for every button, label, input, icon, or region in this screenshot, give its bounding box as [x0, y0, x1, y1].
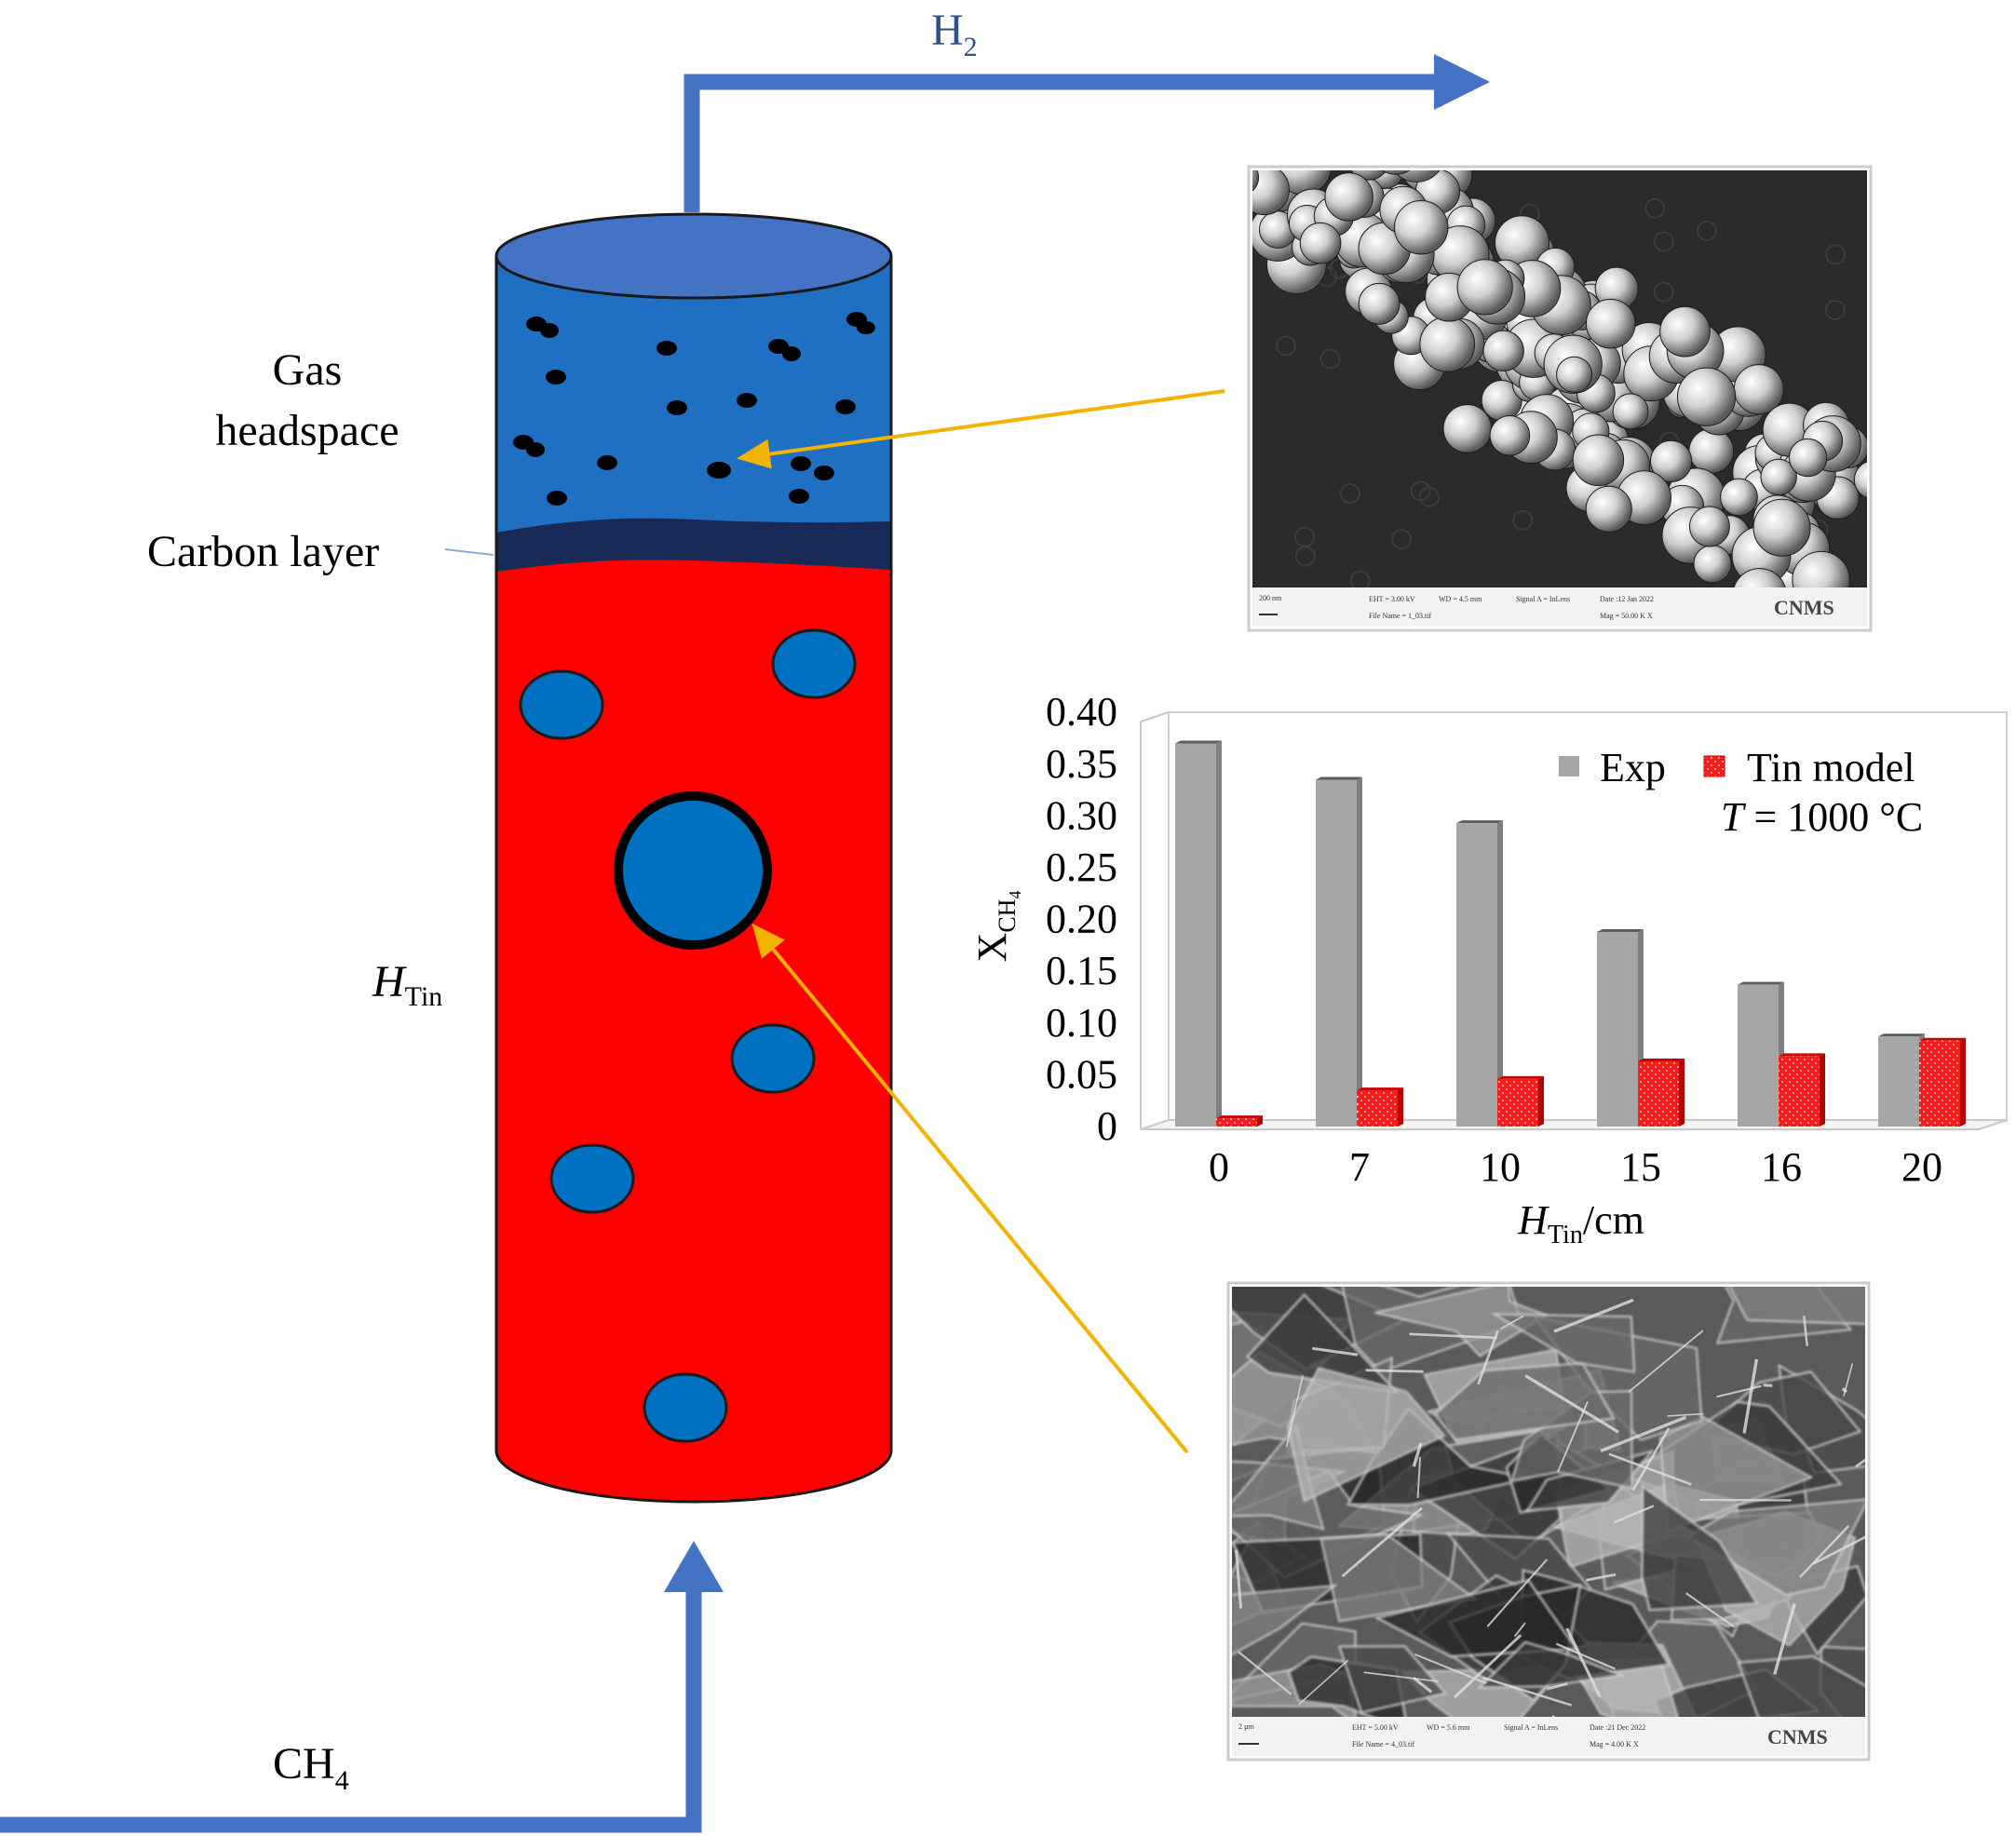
- svg-text:Gas: Gas: [273, 345, 343, 395]
- x-axis-ticks: 0 7 10 15 16 20: [1209, 1144, 1942, 1190]
- x-tick-label: 0: [1209, 1144, 1229, 1190]
- carbon-layer-leader: [444, 548, 494, 556]
- conversion-bar-chart: 0 0.05 0.10 0.15 0.20 0.25 0.30 0.35 0.40 0 7 10 15…: [969, 689, 2008, 1249]
- reactor-top-cap: [494, 212, 893, 300]
- svg-text:File Name = 4_03.tif: File Name = 4_03.tif: [1352, 1740, 1415, 1748]
- y-tick-label: 0.40: [1046, 689, 1117, 735]
- carbon-layer: [496, 518, 891, 572]
- sem-image-carbon-flakes: 2 µm EHT = 5.00 kV WD = 5.6 mm Signal A …: [1226, 1281, 1871, 1762]
- x-tick-label: 10: [1480, 1144, 1521, 1190]
- y-tick-label: 0.30: [1046, 792, 1117, 838]
- svg-text:CNMS: CNMS: [1774, 596, 1834, 619]
- svg-text:CNMS: CNMS: [1767, 1725, 1828, 1748]
- x-tick-label: 16: [1761, 1144, 1802, 1190]
- bar-tin-model: [1357, 1087, 1403, 1127]
- legend-label-exp: Exp: [1600, 745, 1666, 790]
- y-axis-label: XCH4: [969, 891, 1024, 963]
- bar-tin-model: [1638, 1058, 1685, 1127]
- legend-label-model: Tin model: [1747, 745, 1915, 790]
- carbon-particles: [513, 312, 875, 506]
- svg-text:Mag = 50.00 K X: Mag = 50.00 K X: [1600, 612, 1653, 620]
- bar-tin-model: [1216, 1115, 1263, 1127]
- bars: [1175, 740, 1966, 1127]
- bubble-pointer-arrow: [751, 923, 1189, 1454]
- legend-swatch-model: [1703, 755, 1725, 777]
- y-tick-label: 0.05: [1046, 1051, 1117, 1097]
- headspace-pointer-arrow: [737, 389, 1225, 469]
- ch4-label: CH4: [273, 1739, 349, 1796]
- svg-text:200 nm: 200 nm: [1259, 594, 1282, 602]
- gas-bubbles: [519, 628, 857, 1443]
- gas-headspace-label: Gas headspace: [215, 345, 399, 455]
- y-tick-label: 0.15: [1046, 948, 1117, 993]
- bar-tin-model: [1779, 1053, 1825, 1127]
- carbon-layer-label: Carbon layer: [147, 527, 379, 576]
- y-tick-label: 0.35: [1046, 741, 1117, 787]
- bar-tin-model: [1497, 1075, 1544, 1127]
- sem-image-carbon-spheres: 200 nm EHT = 3.00 kV WD = 4.5 mm Signal …: [1247, 165, 1873, 632]
- svg-text:WD = 5.6 mm: WD = 5.6 mm: [1427, 1723, 1470, 1732]
- svg-text:File Name = 1_03.tif: File Name = 1_03.tif: [1369, 612, 1432, 620]
- x-axis-label: HTin/cm: [1517, 1197, 1644, 1249]
- svg-text:Signal A = InLens: Signal A = InLens: [1516, 595, 1570, 603]
- svg-text:Date :21 Dec 2022: Date :21 Dec 2022: [1590, 1723, 1645, 1732]
- svg-text:EHT = 5.00 kV: EHT = 5.00 kV: [1352, 1723, 1399, 1732]
- legend-swatch-exp: [1559, 756, 1579, 776]
- y-tick-label: 0.25: [1046, 844, 1117, 890]
- htin-label: HTin: [372, 957, 442, 1012]
- bar-exp: [1597, 928, 1644, 1127]
- highlighted-bubble: [614, 791, 772, 950]
- h2-label: H2: [931, 6, 978, 62]
- svg-text:2 µm: 2 µm: [1238, 1722, 1255, 1731]
- svg-text:Date :12 Jan 2022: Date :12 Jan 2022: [1600, 595, 1654, 603]
- y-tick-label: 0.20: [1046, 897, 1117, 942]
- bar-exp: [1456, 820, 1503, 1127]
- x-tick-label: 15: [1620, 1144, 1661, 1190]
- x-tick-label: 20: [1901, 1144, 1942, 1190]
- x-tick-label: 7: [1349, 1144, 1370, 1190]
- y-tick-label: 0: [1097, 1103, 1117, 1149]
- h2-outlet-arrow: [683, 54, 1490, 212]
- svg-text:Mag = 4.00 K X: Mag = 4.00 K X: [1590, 1740, 1639, 1748]
- ch4-inlet-arrow: [0, 1541, 724, 1833]
- chart-legend: Exp Tin model: [1559, 745, 1915, 790]
- svg-text:EHT = 3.00 kV: EHT = 3.00 kV: [1369, 595, 1415, 603]
- bar-exp: [1316, 776, 1362, 1127]
- bar-exp: [1738, 981, 1784, 1127]
- svg-text:headspace: headspace: [215, 406, 399, 455]
- y-tick-label: 0.10: [1046, 1000, 1117, 1046]
- chart-back-frame: [1168, 711, 2008, 1127]
- svg-text:Signal A = InLens: Signal A = InLens: [1504, 1723, 1558, 1732]
- bar-exp: [1175, 740, 1222, 1127]
- y-axis-ticks: 0 0.05 0.10 0.15 0.20 0.25 0.30 0.35 0.40: [1046, 689, 1117, 1149]
- svg-text:WD = 4.5 mm: WD = 4.5 mm: [1439, 595, 1482, 603]
- chart-floor: [1140, 1119, 2008, 1130]
- bar-exp: [1878, 1033, 1925, 1127]
- bar-tin-model: [1919, 1037, 1966, 1127]
- temperature-annotation: T = 1000 °C: [1721, 794, 1923, 840]
